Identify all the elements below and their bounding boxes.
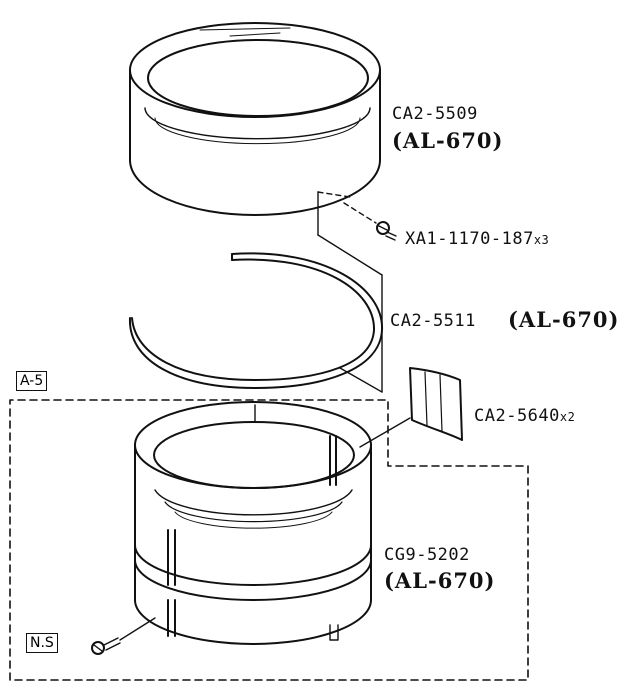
band-ca2-5511 (128, 252, 384, 389)
material-label: (AL-670) (384, 568, 496, 593)
screw-ns (91, 637, 121, 655)
screw-tag: N.S (26, 633, 58, 653)
ring-ca2-5509 (129, 22, 381, 216)
shim-ca2-5640 (409, 367, 463, 441)
ring-cg9-5202 (134, 401, 372, 645)
part-number-label: CA2-5640x2 (474, 406, 575, 426)
quantity-label: x3 (533, 233, 550, 247)
quantity-label: x2 (559, 410, 576, 424)
material-label: (AL-670) (508, 307, 620, 332)
part-number: CA2-5640 (474, 406, 560, 426)
assembly-boundary (9, 399, 529, 681)
material-label: (AL-670) (392, 128, 504, 153)
part-number-label: CA2-5509 (392, 104, 478, 124)
leader-lines (119, 191, 411, 641)
part-number-label: CA2-5511 (390, 311, 476, 331)
part-number-label: XA1-1170-187x3 (405, 229, 549, 249)
part-number-label: CG9-5202 (384, 545, 470, 565)
screw-xa1-1170-187 (376, 221, 397, 241)
part-number: XA1-1170-187 (405, 229, 534, 249)
assembly-tag: A-5 (16, 371, 48, 391)
